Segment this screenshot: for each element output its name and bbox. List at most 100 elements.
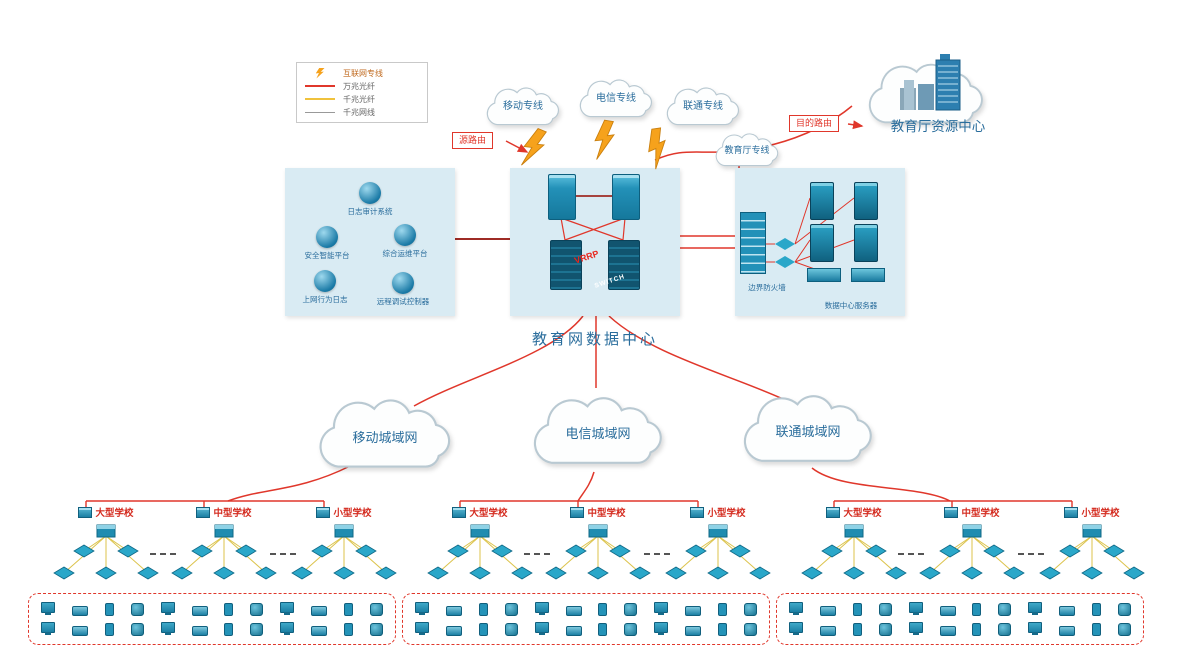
access-switch-diamond-icon xyxy=(939,544,961,558)
unicom-metro-cloud xyxy=(743,394,873,463)
legend-label-1g-fiber: 千兆光纤 xyxy=(343,94,375,104)
tree-separator-dash xyxy=(644,553,670,555)
source-route-arrow xyxy=(505,140,529,153)
endpoint-printer-icon xyxy=(565,606,582,617)
school-switch-tree xyxy=(543,521,653,581)
access-switch-diamond-icon xyxy=(983,544,1005,558)
endpoint-printer-icon xyxy=(445,625,462,636)
legend: 互联网专线 万兆光纤 千兆光纤 千兆网线 xyxy=(296,62,428,123)
dmz-switch-icon xyxy=(775,238,795,250)
access-switch-diamond-icon xyxy=(291,566,313,580)
resource-center-label: 教育厅资源中心 xyxy=(891,119,986,134)
access-switch-icon xyxy=(452,506,467,518)
school-small: 小型学校 xyxy=(658,505,778,581)
access-switch-diamond-icon xyxy=(629,566,651,580)
access-switch-diamond-icon xyxy=(707,566,729,580)
destination-route-arrow xyxy=(847,120,864,130)
endpoint-disk-icon xyxy=(504,603,518,617)
access-switch-icon xyxy=(826,506,841,518)
endpoint-printer-icon xyxy=(565,625,582,636)
endpoint-pc-icon xyxy=(1028,602,1043,616)
tree-separator-dash xyxy=(270,553,296,555)
school-medium: 中型学校 xyxy=(912,505,1032,581)
school-medium: 中型学校 xyxy=(538,505,658,581)
access-switch-icon xyxy=(690,506,705,518)
edu-line-cloud xyxy=(715,133,779,167)
school-label-row: 中型学校 xyxy=(196,505,252,519)
lightning-bolt-icon xyxy=(593,119,615,161)
endpoint-pc-icon xyxy=(908,602,923,616)
endpoint-printer-icon xyxy=(71,625,88,636)
access-switch-icon xyxy=(944,506,959,518)
endpoint-printer-icon xyxy=(939,625,956,636)
link-unicom-metro-to-schools xyxy=(811,467,951,502)
school-type-label: 大型学校 xyxy=(843,509,882,519)
ops-item-label: 日志审计系统 xyxy=(347,207,393,216)
legend-row: 千兆光纤 xyxy=(305,94,419,104)
dmz-switch-icon xyxy=(775,256,795,268)
endpoint-printer-icon xyxy=(191,625,208,636)
endpoint-devices-strip xyxy=(28,593,396,645)
access-switch-diamond-icon xyxy=(1103,544,1125,558)
tree-separator-dash xyxy=(150,553,176,555)
endpoint-printer-icon xyxy=(191,606,208,617)
endpoint-devices-strip xyxy=(402,593,770,645)
school-label-row: 大型学校 xyxy=(78,505,134,519)
datacenter-server-icon xyxy=(854,182,878,220)
school-switch-tree-svg xyxy=(427,524,533,580)
endpoint-printer-icon xyxy=(685,625,702,636)
resource-center-cloud xyxy=(868,63,983,124)
legend-label-10g-fiber: 万兆光纤 xyxy=(343,81,375,91)
endpoint-disk-icon xyxy=(743,622,757,636)
link-edu-cloud-to-dmz xyxy=(738,157,741,169)
school-label-row: 小型学校 xyxy=(690,505,746,519)
access-switch-diamond-icon xyxy=(213,566,235,580)
ops-item-label: 安全智能平台 xyxy=(304,251,350,260)
endpoint-device-row xyxy=(41,621,383,636)
access-switch-diamond-icon xyxy=(1123,566,1145,580)
endpoint-phone-icon xyxy=(718,603,728,617)
link-telecom-metro-to-schools xyxy=(577,471,595,502)
school-switch-tree-svg xyxy=(801,524,907,580)
endpoint-disk-icon xyxy=(998,622,1012,636)
ops-platform-icon xyxy=(394,224,416,246)
school-switch-tree xyxy=(425,521,535,581)
endpoint-pc-icon xyxy=(534,602,549,616)
school-type-label: 小型学校 xyxy=(1081,509,1120,519)
school-type-label: 大型学校 xyxy=(95,509,134,519)
firewall-label: 边界防火墙 xyxy=(748,283,786,292)
lightning-bolt-icon xyxy=(315,67,325,79)
endpoint-phone-icon xyxy=(478,603,488,617)
access-switch-diamond-icon xyxy=(491,544,513,558)
school-type-label: 大型学校 xyxy=(469,509,508,519)
access-switch-diamond-icon xyxy=(355,544,377,558)
access-switch-diamond-icon xyxy=(137,566,159,580)
endpoint-phone-icon xyxy=(972,603,982,617)
log-audit-icon xyxy=(359,182,381,204)
unicom-line-cloud xyxy=(666,87,740,126)
access-switch-diamond-icon xyxy=(191,544,213,558)
lightning-bolt-icon xyxy=(642,126,673,171)
school-label-row: 大型学校 xyxy=(452,505,508,519)
access-switch-diamond-icon xyxy=(665,566,687,580)
school-type-label: 中型学校 xyxy=(961,509,1000,519)
endpoint-phone-icon xyxy=(1092,622,1102,636)
endpoint-disk-icon xyxy=(878,603,892,617)
school-switch-tree xyxy=(799,521,909,581)
access-switch-diamond-icon xyxy=(685,544,707,558)
endpoint-disk-icon xyxy=(878,622,892,636)
endpoint-pc-icon xyxy=(654,602,669,616)
school-switch-tree-svg xyxy=(1039,524,1145,580)
core-panel: VRRP SWITCH xyxy=(510,168,680,316)
endpoint-disk-icon xyxy=(504,622,518,636)
school-switch-tree xyxy=(663,521,773,581)
endpoint-pc-icon xyxy=(789,602,803,616)
endpoint-printer-icon xyxy=(71,606,88,617)
endpoint-pc-icon xyxy=(41,621,55,635)
firewall-icon xyxy=(740,212,766,274)
school-medium: 中型学校 xyxy=(164,505,284,581)
school-group-unicom: 大型学校 中型学校 小型学校 xyxy=(776,505,1146,650)
access-switch-diamond-icon xyxy=(1039,566,1061,580)
endpoint-phone-icon xyxy=(224,603,234,617)
school-label-row: 小型学校 xyxy=(316,505,372,519)
